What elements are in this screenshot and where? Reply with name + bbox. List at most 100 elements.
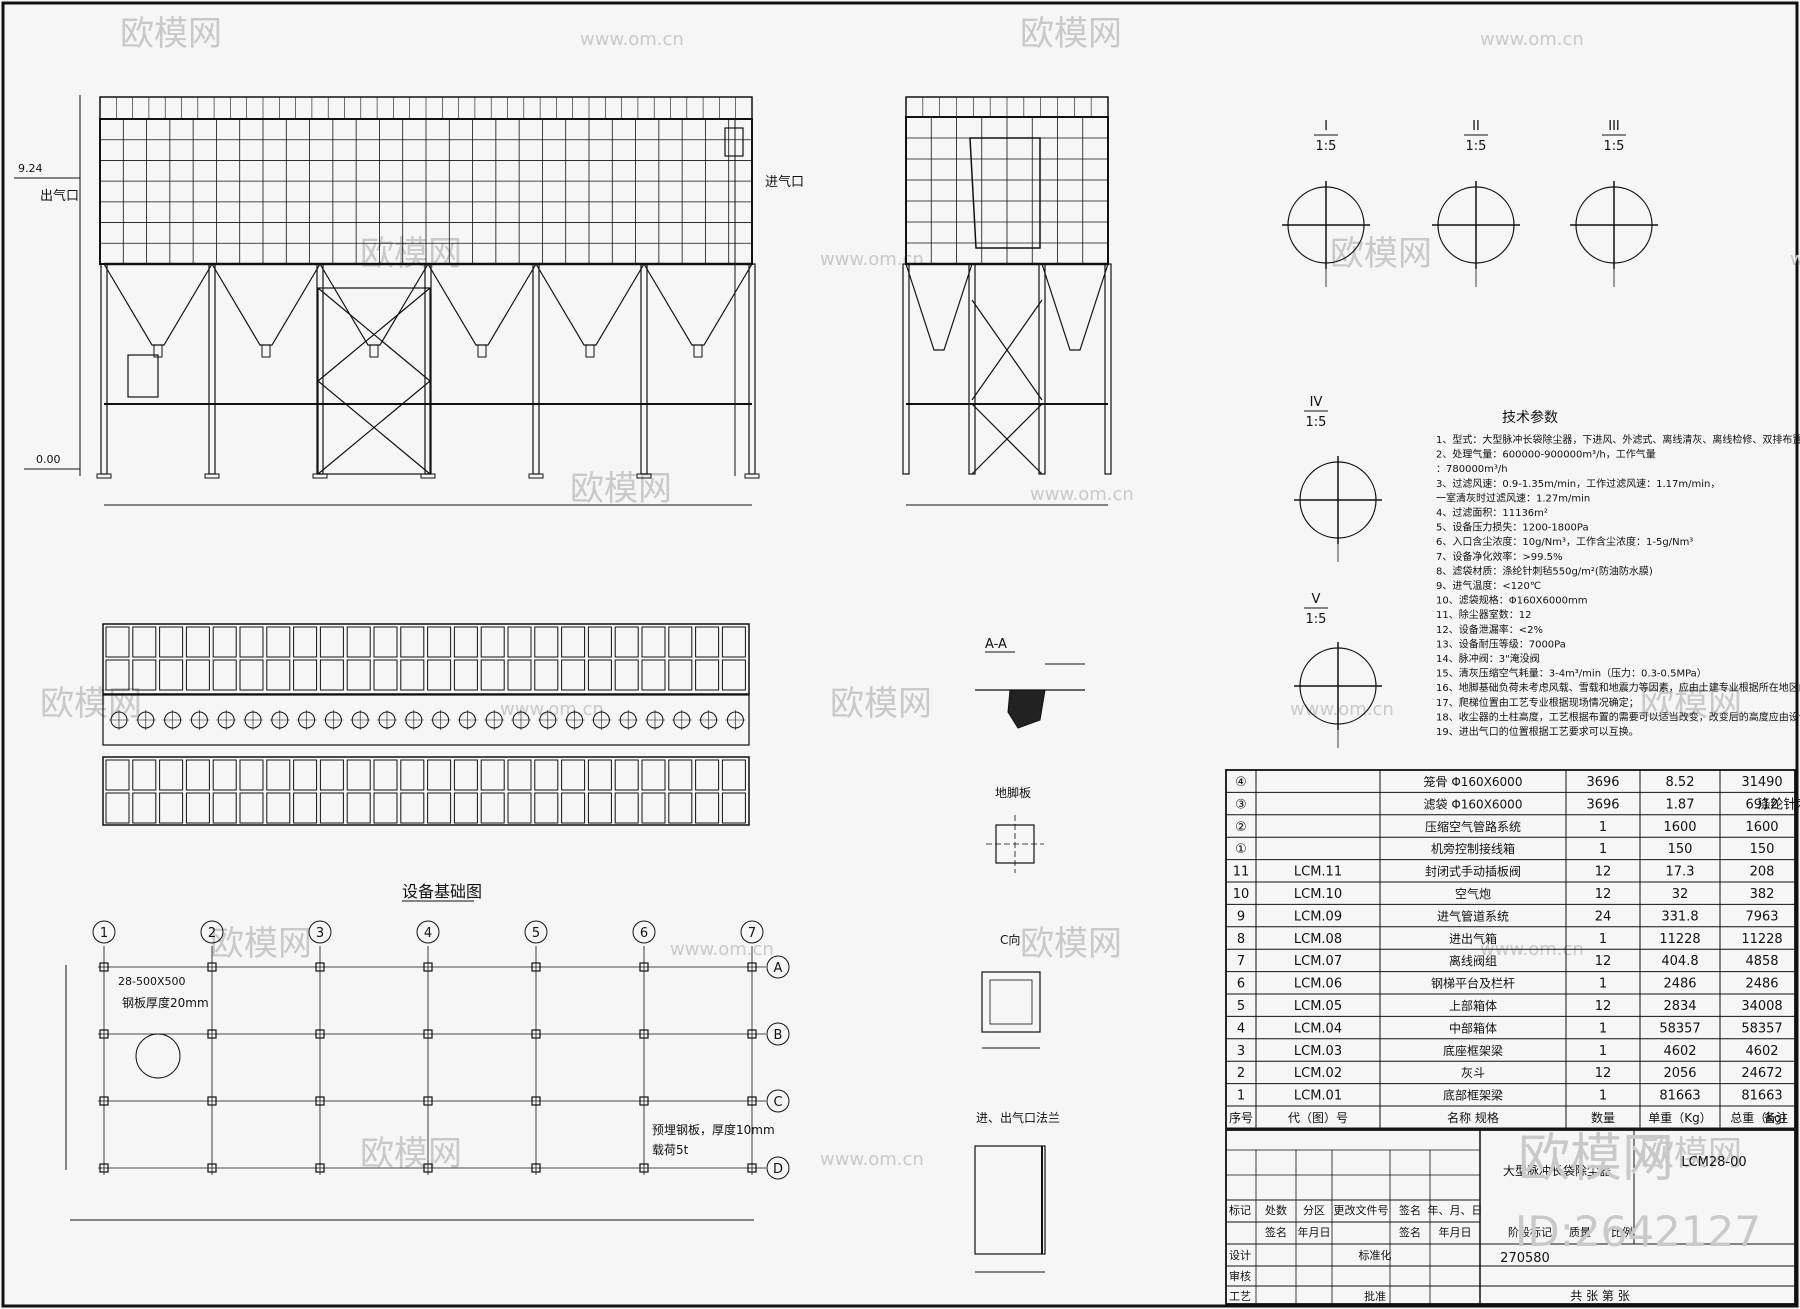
tb-row2: 比例: [1611, 1225, 1633, 1239]
bom-cell: 压缩空气管路系统: [1425, 819, 1521, 834]
pulse-valve-circles: [109, 710, 746, 730]
watermark-url: www.om.cn: [500, 699, 604, 720]
foundation-plate: [423, 1096, 433, 1106]
axis-row-bubble: [766, 1022, 790, 1046]
foundation-plate: [207, 1163, 217, 1173]
foundation-note-1: 28-500X500: [118, 975, 186, 988]
bom-cell: 404.8: [1661, 954, 1698, 969]
bom-cell: LCM.06: [1294, 977, 1342, 992]
plan-cell: [266, 626, 291, 658]
foundation-plate: [315, 1096, 325, 1106]
plan-cell: [319, 759, 344, 791]
plan-cell: [587, 659, 612, 691]
plan-cell: [695, 626, 720, 658]
tb-row1: 签名: [1399, 1203, 1421, 1217]
plan-cell: [239, 759, 264, 791]
plan-cell: [641, 626, 666, 658]
title-frame: [1225, 1129, 1796, 1305]
bom-cell: 5: [1237, 999, 1245, 1014]
plan-cell: [346, 659, 371, 691]
bom-cell: 24: [1595, 909, 1612, 924]
plan-cell: [427, 792, 452, 824]
bolt-detail-circle: [135, 1033, 181, 1079]
plan-cell: [721, 659, 746, 691]
plan-cell: [346, 626, 371, 658]
plan-top-frame: [102, 623, 750, 695]
tb-standard: 标准化: [1359, 1248, 1392, 1262]
hopper-valve: [693, 344, 703, 358]
bom-cell: 4602: [1745, 1044, 1778, 1059]
plan-cell: [159, 626, 184, 658]
axis-col-bubble: [524, 920, 548, 944]
axis-col-label: 7: [748, 926, 756, 941]
side-hopper: [905, 263, 973, 351]
plan-cell: [346, 792, 371, 824]
tb-row2: 签名: [1265, 1225, 1287, 1239]
front-columns: [96, 263, 760, 479]
bom-header-cell: 数量: [1591, 1110, 1615, 1125]
plan-cell: [319, 659, 344, 691]
hopper-valve: [585, 344, 595, 358]
bom-cell: 81663: [1659, 1089, 1700, 1104]
plan-cell: [185, 626, 210, 658]
plan-cell: [346, 759, 371, 791]
tb-sheets: 共 张 第 张: [1570, 1289, 1629, 1303]
plan-cell: [668, 626, 693, 658]
bom-cell: 34008: [1741, 999, 1782, 1014]
watermark-big: 欧模网: [1518, 1129, 1674, 1189]
side-column: [1104, 263, 1112, 475]
bom-cell: 1: [1599, 932, 1607, 947]
inlet-label: 进气口: [765, 174, 804, 190]
bom-cell: 382: [1750, 887, 1775, 902]
tech-items: 1、型式：大型脉冲长袋除尘器，下进风、外滤式、离线清灰、离线检修、双排布置2、处…: [1436, 433, 1800, 738]
plan-cell: [561, 626, 586, 658]
detail-roman: V: [1312, 592, 1321, 607]
foundation-plate: [99, 1096, 109, 1106]
bom-cell: 12: [1595, 1066, 1612, 1081]
c-view-label: C向: [1000, 932, 1020, 947]
tech-item: 8、滤袋材质：涤纶针刺毡550g/m²(防油防水膜): [1436, 564, 1653, 577]
plan-cell: [373, 759, 398, 791]
tech-item: 16、地脚基础负荷未考虑风载、雪载和地震力等因素，应由土建专业根据所在地区的情况…: [1436, 681, 1800, 694]
plan-cell: [266, 792, 291, 824]
side-column: [902, 263, 910, 475]
watermark-brand: 欧模网: [360, 1134, 462, 1174]
bom-cell: 8.52: [1666, 775, 1695, 790]
plan-cell: [185, 659, 210, 691]
bom-cell: 31490: [1741, 775, 1782, 790]
plan-cell: [427, 626, 452, 658]
bom-cell: 封闭式手动插板阀: [1425, 865, 1521, 879]
plan-cell: [641, 792, 666, 824]
foundation-plate: [207, 962, 217, 972]
watermark-url: www.om.cn: [580, 29, 684, 50]
watermark-brand: 欧模网: [830, 684, 932, 724]
cross-bracing: [317, 287, 431, 475]
plan-cell: [293, 659, 318, 691]
plan-cell: [534, 792, 559, 824]
plan-cell: [453, 659, 478, 691]
bom-cell: 7963: [1745, 909, 1778, 924]
bom-cell: 3696: [1586, 775, 1619, 790]
foundation-plate: [207, 1096, 217, 1106]
tb-process: 工艺: [1229, 1290, 1251, 1303]
plan-cell: [105, 792, 130, 824]
axis-row-label: B: [774, 1028, 783, 1043]
watermark-brand: 欧模网: [210, 924, 312, 964]
foundation-plate: [423, 962, 433, 972]
watermark-url: www.om.cn: [1480, 29, 1584, 50]
bom-header-cell: 序号: [1229, 1110, 1253, 1125]
foundation-plate: [207, 1029, 217, 1039]
tb-row2: 年月日: [1298, 1225, 1331, 1239]
bom-cell: 8: [1237, 932, 1245, 947]
watermark-url: www.om.cn: [820, 1149, 924, 1170]
plan-cell: [159, 659, 184, 691]
plan-cell: [587, 759, 612, 791]
tech-item: 一室清灰时过滤风速：1.27m/min: [1436, 491, 1590, 504]
bom-cell: 7: [1237, 954, 1245, 969]
bom-cell: 4: [1237, 1021, 1245, 1036]
tb-row1: 标记: [1229, 1203, 1251, 1217]
tb-row1: 更改文件号: [1334, 1203, 1389, 1217]
bom-cell: 离线阀组: [1449, 953, 1497, 968]
plan-cell: [561, 792, 586, 824]
